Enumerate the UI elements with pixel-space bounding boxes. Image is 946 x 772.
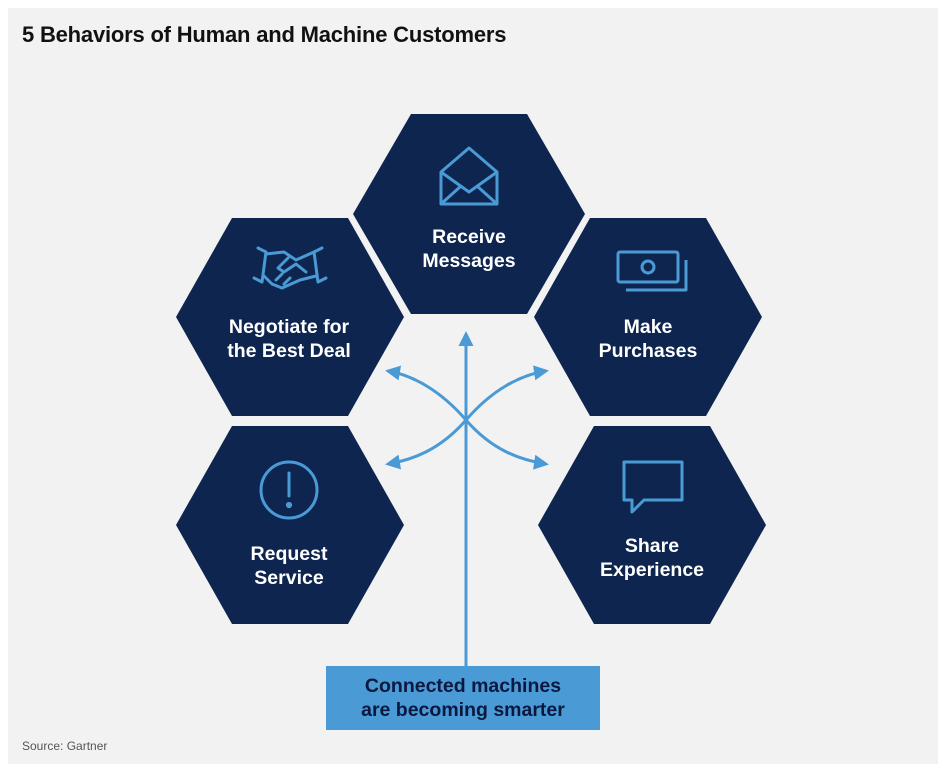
arrow-lower-left xyxy=(385,419,468,470)
handshake-icon xyxy=(252,246,328,290)
behavior-label-line: the Best Deal xyxy=(227,340,351,362)
behavior-label-request: Request Service xyxy=(199,542,379,590)
money-icon xyxy=(616,250,688,292)
behavior-label-negotiate: Negotiate for the Best Deal xyxy=(199,315,379,363)
behavior-label-share: Share Experience xyxy=(562,534,742,582)
growth-arrows xyxy=(385,331,549,666)
arrow-lower-right xyxy=(464,419,549,470)
arrow-upper-left xyxy=(385,365,468,421)
behavior-label-line: Messages xyxy=(422,250,516,272)
hexagon-negotiate xyxy=(176,218,404,416)
chat-bubble-icon xyxy=(622,460,684,514)
hexagon-share xyxy=(538,426,766,624)
behavior-label-line: Make xyxy=(623,316,673,338)
behavior-label-line: Negotiate for xyxy=(228,316,350,338)
callout-line: are becoming smarter xyxy=(361,699,565,721)
behavior-label-line: Share xyxy=(624,535,680,557)
behavior-label-purchase: Make Purchases xyxy=(558,315,738,363)
behavior-label-line: Service xyxy=(254,567,324,589)
arrow-upper-right xyxy=(464,365,549,421)
hexagon-request xyxy=(176,426,404,624)
hexagon-purchase xyxy=(534,218,762,416)
behavior-label-receive: Receive Messages xyxy=(379,225,559,273)
source-note: Source: Gartner xyxy=(22,739,108,753)
behavior-label-line: Request xyxy=(250,543,328,565)
exclamation-icon xyxy=(259,460,319,520)
callout-box: Connected machines are becoming smarter xyxy=(326,666,600,730)
callout-line: Connected machines xyxy=(364,675,562,697)
behavior-label-line: Receive xyxy=(432,226,506,248)
hexagon-receive xyxy=(353,114,585,314)
behavior-label-line: Purchases xyxy=(598,340,698,362)
envelope-icon xyxy=(439,146,499,206)
behavior-label-line: Experience xyxy=(599,559,705,581)
page-title: 5 Behaviors of Human and Machine Custome… xyxy=(22,22,507,47)
